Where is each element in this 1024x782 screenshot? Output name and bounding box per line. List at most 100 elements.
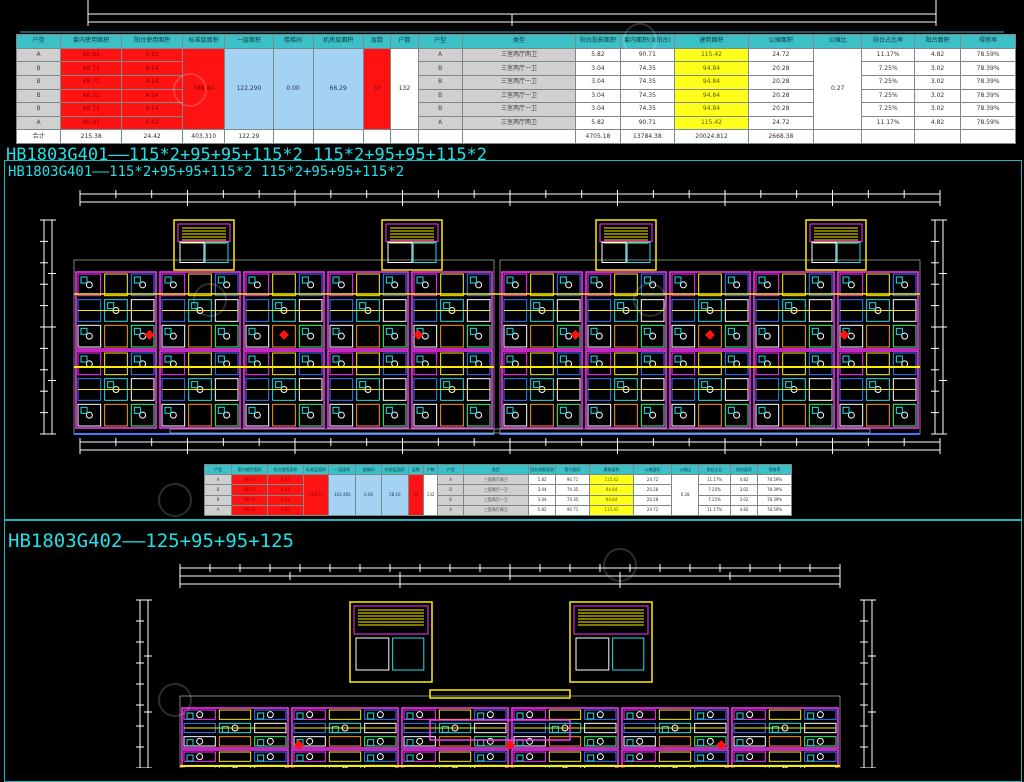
table-cell: 68.71 xyxy=(231,494,269,506)
cad-room xyxy=(133,327,141,335)
cad-room xyxy=(501,350,583,429)
table-cell: 4.82 xyxy=(913,47,962,63)
cad-room xyxy=(438,751,472,762)
cad-fixture xyxy=(596,737,604,745)
cad-room xyxy=(130,273,155,297)
cad-room xyxy=(674,327,682,335)
cad-room xyxy=(506,355,514,363)
table-header-cell: 机房层面积 xyxy=(312,34,364,49)
cad-balcony xyxy=(169,428,871,434)
cad-room xyxy=(328,736,362,747)
cad-fixture xyxy=(565,411,573,419)
cad-room xyxy=(671,403,696,427)
table-cell: 3.04 xyxy=(527,484,557,496)
table-cell: 78.59% xyxy=(960,47,1016,63)
cad-room xyxy=(104,352,128,376)
cad-room xyxy=(353,605,429,635)
cad-fixture xyxy=(901,332,909,340)
table-header-cell: 一层面积 xyxy=(224,34,274,49)
cad-fixture xyxy=(636,753,644,761)
cad-room xyxy=(438,736,472,747)
cad-room xyxy=(257,754,265,762)
table-cell: 7.25% xyxy=(698,494,731,506)
table-cell: 3.02 xyxy=(913,102,962,117)
cad-room xyxy=(548,736,582,747)
cad-fixture xyxy=(526,753,534,761)
cad-room xyxy=(474,736,507,747)
table-cell: 33 xyxy=(362,47,392,131)
cad-room xyxy=(559,355,567,363)
cad-fixture xyxy=(679,411,687,419)
cad-room xyxy=(866,403,890,427)
cad-room xyxy=(161,352,186,376)
cad-fixture xyxy=(306,753,314,761)
cad-fixture xyxy=(307,411,315,419)
cad-room xyxy=(107,302,115,310)
cad-room xyxy=(530,324,554,348)
cad-room xyxy=(626,712,634,720)
cad-room xyxy=(895,327,903,335)
table-cell: B xyxy=(417,61,463,76)
cad-room xyxy=(245,324,270,348)
cad-room xyxy=(245,352,270,376)
cad-room xyxy=(188,403,212,427)
cad-room xyxy=(643,355,651,363)
table-header-cell: 建筑面积 xyxy=(588,463,635,476)
cad-room xyxy=(217,327,225,335)
cad-room xyxy=(191,381,199,389)
cad-room xyxy=(217,406,225,414)
table-header-cell: 层数 xyxy=(408,463,424,476)
cad-room xyxy=(349,601,433,683)
cad-room xyxy=(440,352,464,376)
table-cell: 24.72 xyxy=(747,115,814,131)
cad-room xyxy=(80,276,88,284)
cad-fixture xyxy=(196,711,204,719)
cad-room xyxy=(590,406,598,414)
table-cell: 74.35 xyxy=(619,102,676,117)
table-cell: 4.24 xyxy=(121,61,184,76)
cad-room xyxy=(359,381,367,389)
table-cell xyxy=(390,129,419,144)
table-cell xyxy=(312,129,364,144)
cad-room xyxy=(811,327,819,335)
cad-room xyxy=(674,276,682,284)
cad-room xyxy=(698,403,722,427)
cad-room xyxy=(895,355,903,363)
cad-room xyxy=(551,725,559,733)
cad-room xyxy=(640,352,665,376)
cad-room xyxy=(736,754,744,762)
table-cell: 3.02 xyxy=(913,61,962,76)
table-header-cell: 楼梯间 xyxy=(272,34,314,49)
cad-fixture xyxy=(636,711,644,719)
cad-room xyxy=(768,709,802,720)
table-cell: 7.25% xyxy=(861,88,915,104)
cad-symbol xyxy=(413,329,424,340)
cad-room xyxy=(623,736,656,747)
cad-room xyxy=(186,754,194,762)
cad-room xyxy=(753,350,835,429)
cad-fixture xyxy=(253,281,261,289)
table-header-cell: 公摊面积 xyxy=(747,34,814,49)
cad-room xyxy=(164,406,172,414)
table-cell: 20.28 xyxy=(747,88,814,104)
cad-symbol xyxy=(716,740,727,750)
cad-room xyxy=(477,712,485,720)
cad-room xyxy=(755,352,780,376)
cad-room xyxy=(411,350,493,429)
cad-room xyxy=(837,271,919,350)
cad-room xyxy=(381,219,443,271)
cad-room xyxy=(621,707,729,749)
table-cell: 94.84 xyxy=(674,88,749,104)
table-cell: 0.27 xyxy=(812,47,863,131)
cad-room xyxy=(218,751,252,762)
cad-room xyxy=(658,751,692,762)
cad-room xyxy=(133,355,141,363)
table-header-cell: 公摊比 xyxy=(670,463,700,476)
cad-fixture xyxy=(266,737,274,745)
cad-room xyxy=(556,324,581,348)
table-cell: 5.82 xyxy=(575,47,621,63)
cad-room xyxy=(807,712,815,720)
cad-room xyxy=(301,327,309,335)
